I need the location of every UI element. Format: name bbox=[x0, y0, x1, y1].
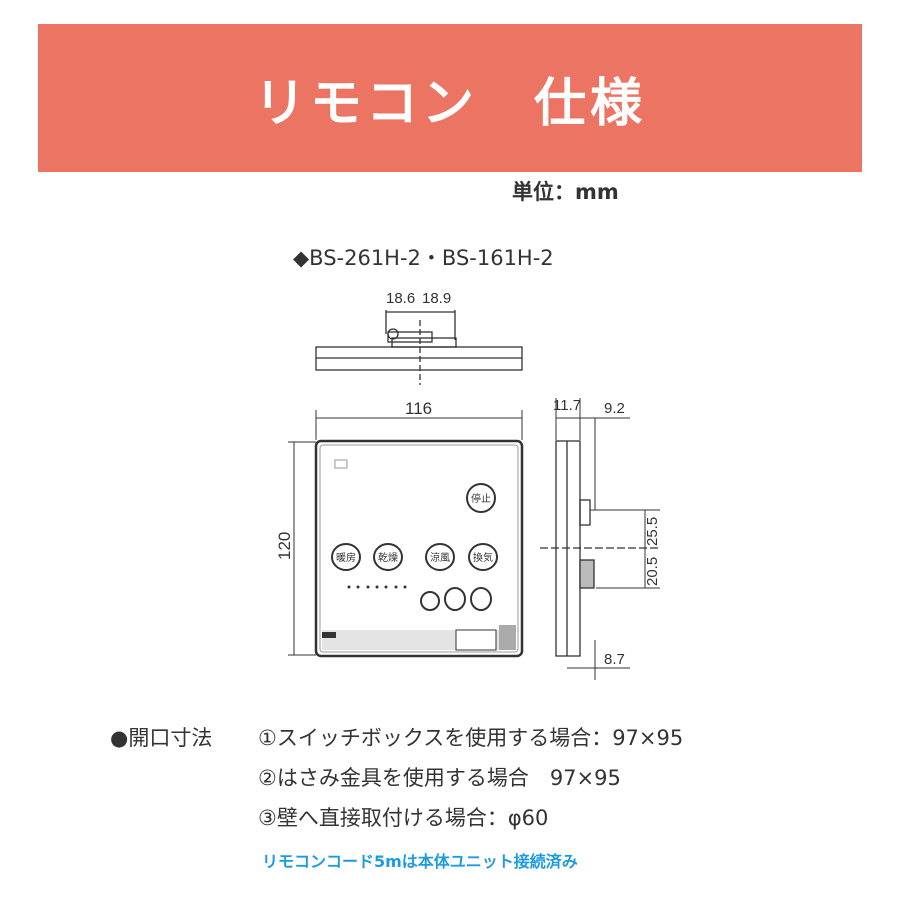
stop-button[interactable] bbox=[466, 483, 496, 513]
unit-label: 単位：mm bbox=[512, 180, 619, 204]
heating-button[interactable] bbox=[331, 543, 361, 571]
cool-button[interactable] bbox=[425, 543, 455, 571]
ventilation-button[interactable] bbox=[468, 543, 498, 571]
opening-label: ●開口寸法 bbox=[110, 726, 213, 750]
page-title: リモコン 仕様 bbox=[253, 73, 646, 134]
cool-button-label: 涼風 bbox=[430, 551, 450, 564]
opening-item-2: ②はさみ金具を使用する場合 97×95 bbox=[258, 766, 621, 790]
dim-depth: 11.7 bbox=[553, 397, 581, 414]
dim-bracket: 9.2 bbox=[604, 400, 625, 417]
mode-button[interactable] bbox=[470, 587, 492, 611]
heating-button-label: 暖房 bbox=[336, 551, 356, 564]
width-dimension-line bbox=[315, 410, 523, 440]
height-dimension-line bbox=[288, 441, 316, 656]
opening-item-3: ③壁へ直接取付ける場合：φ60 bbox=[258, 806, 549, 830]
front-view: 停止 暖房 乾燥 涼風 換気 bbox=[314, 439, 524, 658]
cord-note: リモコンコード5mは本体ユニット接続済み bbox=[262, 852, 578, 871]
stop-button-label: 停止 bbox=[471, 492, 491, 505]
side-view bbox=[540, 398, 660, 680]
ventilation-button-label: 換気 bbox=[473, 551, 493, 564]
dim-width: 116 bbox=[405, 399, 432, 418]
dim-bottom-depth: 8.7 bbox=[604, 651, 625, 668]
opening-item-1: ①スイッチボックスを使用する場合：97×95 bbox=[258, 726, 684, 750]
drying-button-label: 乾燥 bbox=[378, 551, 398, 564]
title-banner: リモコン 仕様 bbox=[38, 24, 862, 172]
dim-height: 120 bbox=[275, 532, 294, 560]
model-label: ◆BS-261H-2・BS-161H-2 bbox=[293, 246, 554, 270]
dim-top-left: 18.6 bbox=[386, 290, 415, 307]
timer-button[interactable] bbox=[444, 587, 466, 611]
dim-top-right: 18.9 bbox=[422, 290, 451, 307]
top-view bbox=[315, 310, 523, 385]
dim-upper-offset: 25.5 bbox=[644, 517, 661, 546]
drying-button[interactable] bbox=[373, 543, 403, 571]
eco-button[interactable] bbox=[420, 591, 440, 611]
dim-lower-offset: 20.5 bbox=[644, 557, 661, 586]
